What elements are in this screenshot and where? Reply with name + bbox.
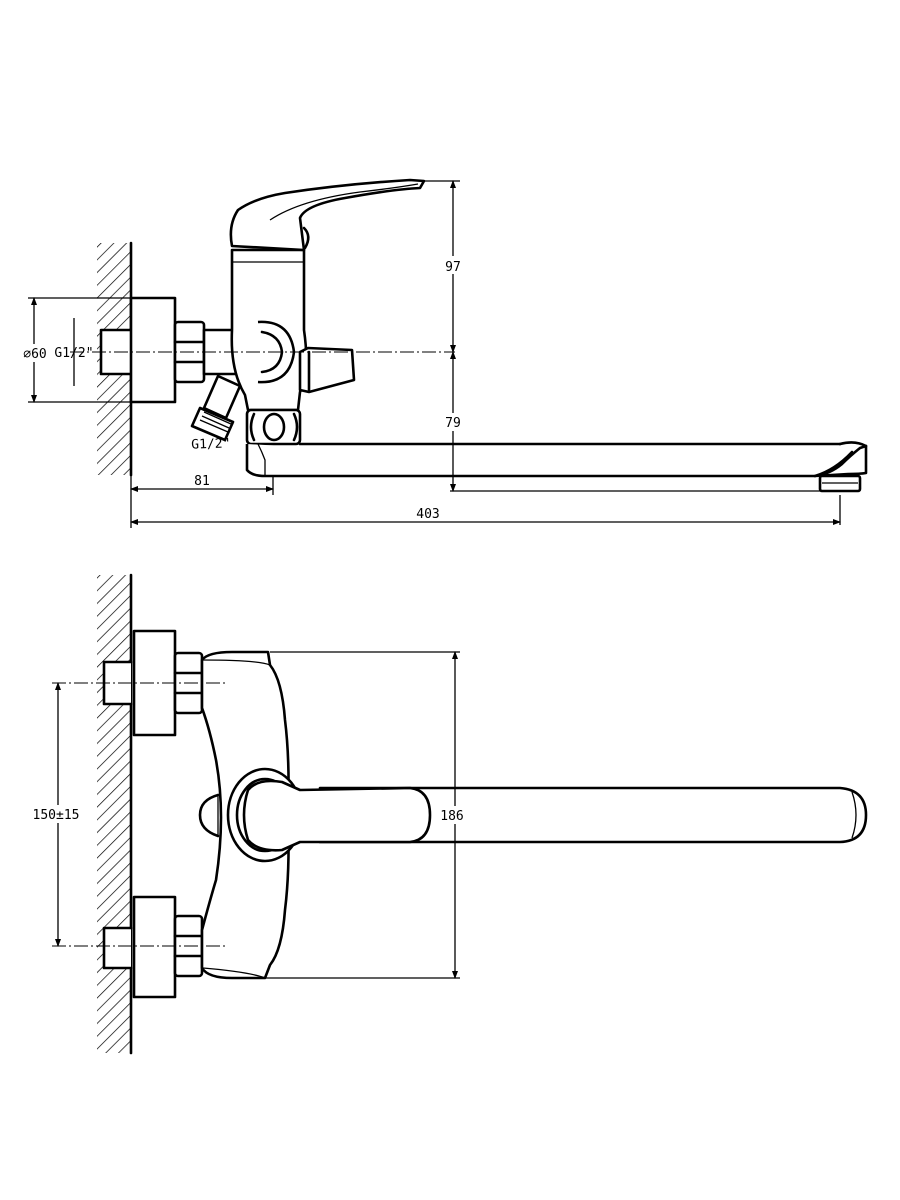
inlet-thread-label: G1/2" [54, 346, 93, 361]
spout-side [245, 441, 868, 478]
dimension-diameter: ⌀60 [18, 297, 131, 403]
wall-flange-side [129, 296, 177, 404]
dimension-height-top: 97 [420, 180, 468, 353]
dimension-offset: 81 [130, 474, 274, 528]
dimension-centers: 150±15 [26, 682, 84, 947]
centers-label: 150±15 [33, 808, 80, 823]
center-lines-top [52, 682, 225, 947]
lever-handle-side [229, 178, 426, 252]
dimension-spout-length: 403 [130, 495, 841, 525]
spout-collar-side [245, 408, 302, 446]
aerator-side [818, 474, 862, 493]
diverter-knob-top [198, 793, 220, 838]
dimension-width: 186 [265, 651, 473, 979]
wall-top [97, 573, 133, 1055]
dimension-outlet-thread: G1/2" [191, 436, 231, 452]
height-spout-label: 79 [445, 416, 461, 431]
dimension-inlet-thread: G1/2" [54, 318, 94, 386]
diverter-knob [298, 346, 356, 394]
offset-label: 81 [194, 474, 210, 489]
dimension-height-spout: 79 [438, 351, 822, 492]
diameter-label: ⌀60 [23, 347, 46, 362]
outlet-thread-label: G1/2" [191, 436, 231, 452]
side-view: ⌀60 G1/2" G1/2" 97 79 [18, 178, 868, 528]
top-view: 150±15 186 [26, 573, 868, 1055]
lever-handle-top [242, 779, 432, 852]
height-top-label: 97 [445, 260, 461, 275]
spout-length-label: 403 [416, 507, 439, 522]
width-label: 186 [440, 809, 463, 824]
shower-outlet-thread [190, 374, 242, 442]
